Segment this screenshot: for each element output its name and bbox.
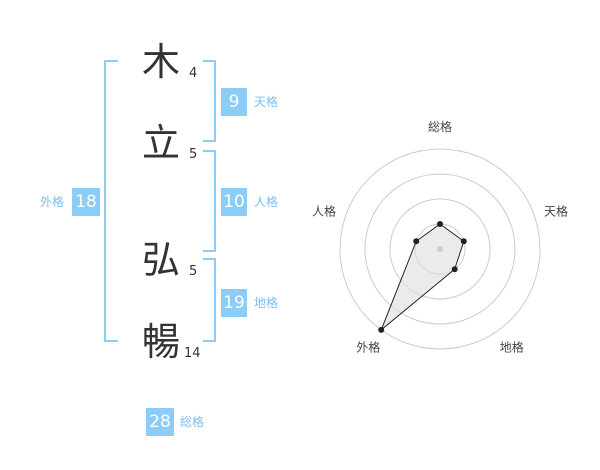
gaikaku-value: 18 (72, 188, 100, 216)
tenkaku-value: 9 (221, 88, 247, 116)
radar-axis-label-3: 地格 (500, 340, 524, 355)
radar-ring-4 (339, 148, 541, 350)
soukaku-label: 総格 (180, 415, 205, 429)
radar-data-polygon (380, 223, 465, 331)
radar-center-dot (437, 246, 443, 252)
radar-ring-2 (389, 198, 491, 300)
name-char-4: 暢 (142, 320, 181, 364)
stroke-count-4: 14 (184, 346, 201, 361)
jinkaku-value: 10 (221, 188, 247, 216)
radar-axis-label-5: 人格 (312, 203, 336, 218)
radar-ring-3 (364, 173, 516, 325)
radar-axis-label-1: 総格 (428, 119, 452, 134)
stroke-count-3: 5 (189, 264, 198, 279)
soukaku-value: 28 (146, 408, 174, 436)
radar-axis-label-2: 天格 (544, 203, 568, 218)
jinkaku-label: 人格 (254, 195, 279, 209)
name-char-2: 立 (142, 121, 181, 165)
radar-point-4 (378, 326, 385, 333)
stroke-count-2: 5 (189, 147, 198, 162)
radar-point-1 (437, 221, 443, 227)
stroke-count-1: 4 (189, 66, 198, 81)
gaikaku-label: 外格 (40, 195, 65, 209)
gaikaku-bracket (104, 60, 118, 342)
name-char-1: 木 (142, 40, 181, 84)
tenkaku-bracket (203, 60, 216, 142)
chikaku-label: 地格 (254, 296, 279, 310)
name-char-3: 弘 (142, 238, 181, 282)
radar-point-5 (413, 238, 420, 245)
tenkaku-label: 天格 (254, 95, 279, 109)
chikaku-value: 19 (221, 289, 247, 317)
radar-axis-label-4: 外格 (356, 340, 380, 355)
radar-point-2 (460, 238, 467, 245)
radar-point-3 (451, 266, 458, 273)
jinkaku-bracket (203, 150, 216, 252)
chikaku-bracket (203, 258, 216, 342)
